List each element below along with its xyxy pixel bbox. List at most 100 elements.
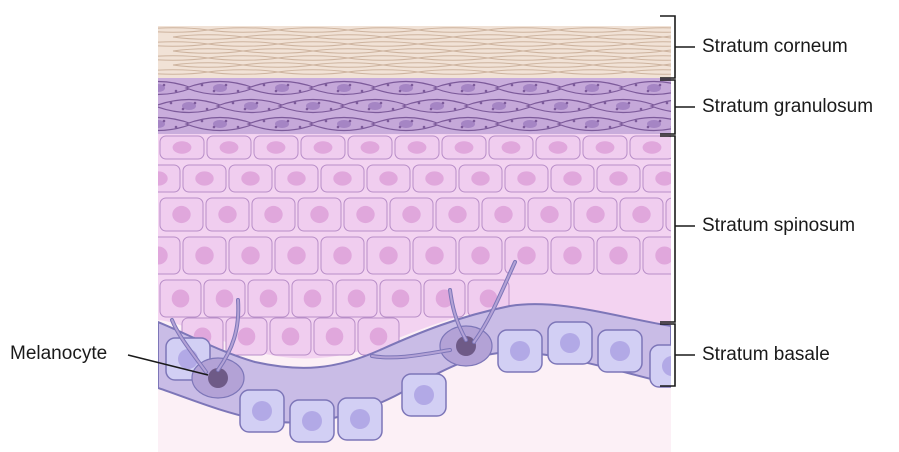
basale-nucleus <box>560 333 580 353</box>
corneum-flake <box>593 49 663 54</box>
keratohyalin-granule <box>380 102 383 105</box>
corneum-flake <box>208 70 278 75</box>
keratohyalin-granule <box>635 84 638 87</box>
keratohyalin-granule <box>287 84 290 87</box>
keratohyalin-granule <box>349 120 352 123</box>
keratohyalin-granule <box>349 84 352 87</box>
basale-nucleus <box>414 385 434 405</box>
keratohyalin-granule <box>225 120 228 123</box>
spinosum-nucleus <box>655 247 673 265</box>
keratohyalin-granule <box>411 84 414 87</box>
corneum-flake <box>138 56 208 61</box>
corneum-flake <box>243 63 313 68</box>
keratohyalin-granule <box>175 90 178 93</box>
corneum-flake <box>558 56 628 61</box>
spinosum-nucleus <box>448 206 466 223</box>
spinosum-nucleus <box>690 141 709 153</box>
spinosum-nucleus <box>408 141 427 153</box>
keratohyalin-granule <box>480 102 483 105</box>
corneum-flake <box>453 63 523 68</box>
keratohyalin-granule <box>182 108 185 111</box>
spinosum-nucleus <box>282 328 300 346</box>
corneum-flake <box>383 35 453 40</box>
spinosum-nucleus <box>402 206 420 223</box>
keratohyalin-granule <box>356 102 359 105</box>
corneum-flake <box>418 56 488 61</box>
keratohyalin-granule <box>511 84 514 87</box>
corneum-flake <box>313 49 383 54</box>
keratohyalin-granule <box>678 108 681 111</box>
label-stratum-corneum: Stratum corneum <box>702 36 848 58</box>
corneum-flake <box>383 49 453 54</box>
corneum-flake <box>488 70 558 75</box>
keratohyalin-granule <box>523 90 526 93</box>
keratohyalin-granule <box>299 90 302 93</box>
keratohyalin-granule <box>585 90 588 93</box>
keratohyalin-granule <box>554 108 557 111</box>
corneum-flake <box>278 56 348 61</box>
keratohyalin-granule <box>337 126 340 129</box>
keratohyalin-granule <box>671 90 674 93</box>
keratohyalin-granule <box>473 120 476 123</box>
spinosum-nucleus <box>678 206 696 223</box>
keratohyalin-granule <box>659 120 662 123</box>
spinosum-nucleus <box>241 247 259 265</box>
spinosum-nucleus <box>149 171 167 185</box>
spinosum-nucleus <box>609 171 627 185</box>
keratohyalin-granule <box>139 120 142 123</box>
keratohyalin-granule <box>609 126 612 129</box>
corneum-flake <box>558 42 628 47</box>
keratohyalin-granule <box>201 84 204 87</box>
keratohyalin-granule <box>256 102 259 105</box>
keratohyalin-granule <box>616 108 619 111</box>
spinosum-nucleus <box>314 141 333 153</box>
basale-cell <box>650 345 694 387</box>
corneum-flake <box>628 70 698 75</box>
corneum-flake <box>138 42 208 47</box>
corneum-flake <box>173 35 243 40</box>
corneum-flake <box>313 35 383 40</box>
corneum-flake <box>348 42 418 47</box>
keratohyalin-granule <box>399 90 402 93</box>
keratohyalin-granule <box>206 108 209 111</box>
keratohyalin-granule <box>485 126 488 129</box>
corneum-flake <box>278 42 348 47</box>
corneum-flake <box>243 35 313 40</box>
keratohyalin-granule <box>597 84 600 87</box>
spinosum-nucleus <box>173 141 192 153</box>
keratohyalin-granule <box>628 102 631 105</box>
keratohyalin-granule <box>263 84 266 87</box>
keratohyalin-granule <box>163 120 166 123</box>
keratohyalin-granule <box>361 126 364 129</box>
keratohyalin-granule <box>325 120 328 123</box>
spinosum-nucleus <box>333 247 351 265</box>
corneum-flake <box>628 56 698 61</box>
keratohyalin-granule <box>449 120 452 123</box>
corneum-flake <box>453 49 523 54</box>
corneum-flake <box>628 42 698 47</box>
keratohyalin-granule <box>566 102 569 105</box>
corneum-flake <box>348 28 418 33</box>
keratohyalin-granule <box>175 126 178 129</box>
spinosum-nucleus <box>609 247 627 265</box>
keratohyalin-granule <box>201 120 204 123</box>
spinosum-nucleus <box>425 171 443 185</box>
keratohyalin-granule <box>671 126 674 129</box>
corneum-flake <box>383 63 453 68</box>
spinosum-nucleus <box>260 290 278 308</box>
keratohyalin-granule <box>647 90 650 93</box>
keratohyalin-granule <box>213 126 216 129</box>
keratohyalin-granule <box>194 102 197 105</box>
keratohyalin-granule <box>535 84 538 87</box>
keratohyalin-granule <box>213 90 216 93</box>
basale-nucleus <box>662 356 682 376</box>
keratohyalin-granule <box>151 126 154 129</box>
keratohyalin-granule <box>547 126 550 129</box>
corneum-flake <box>523 49 593 54</box>
keratohyalin-granule <box>573 120 576 123</box>
spinosum-nucleus <box>540 206 558 223</box>
keratohyalin-granule <box>275 126 278 129</box>
corneum-flake <box>278 70 348 75</box>
keratohyalin-granule <box>392 108 395 111</box>
spinosum-cell <box>677 136 721 159</box>
